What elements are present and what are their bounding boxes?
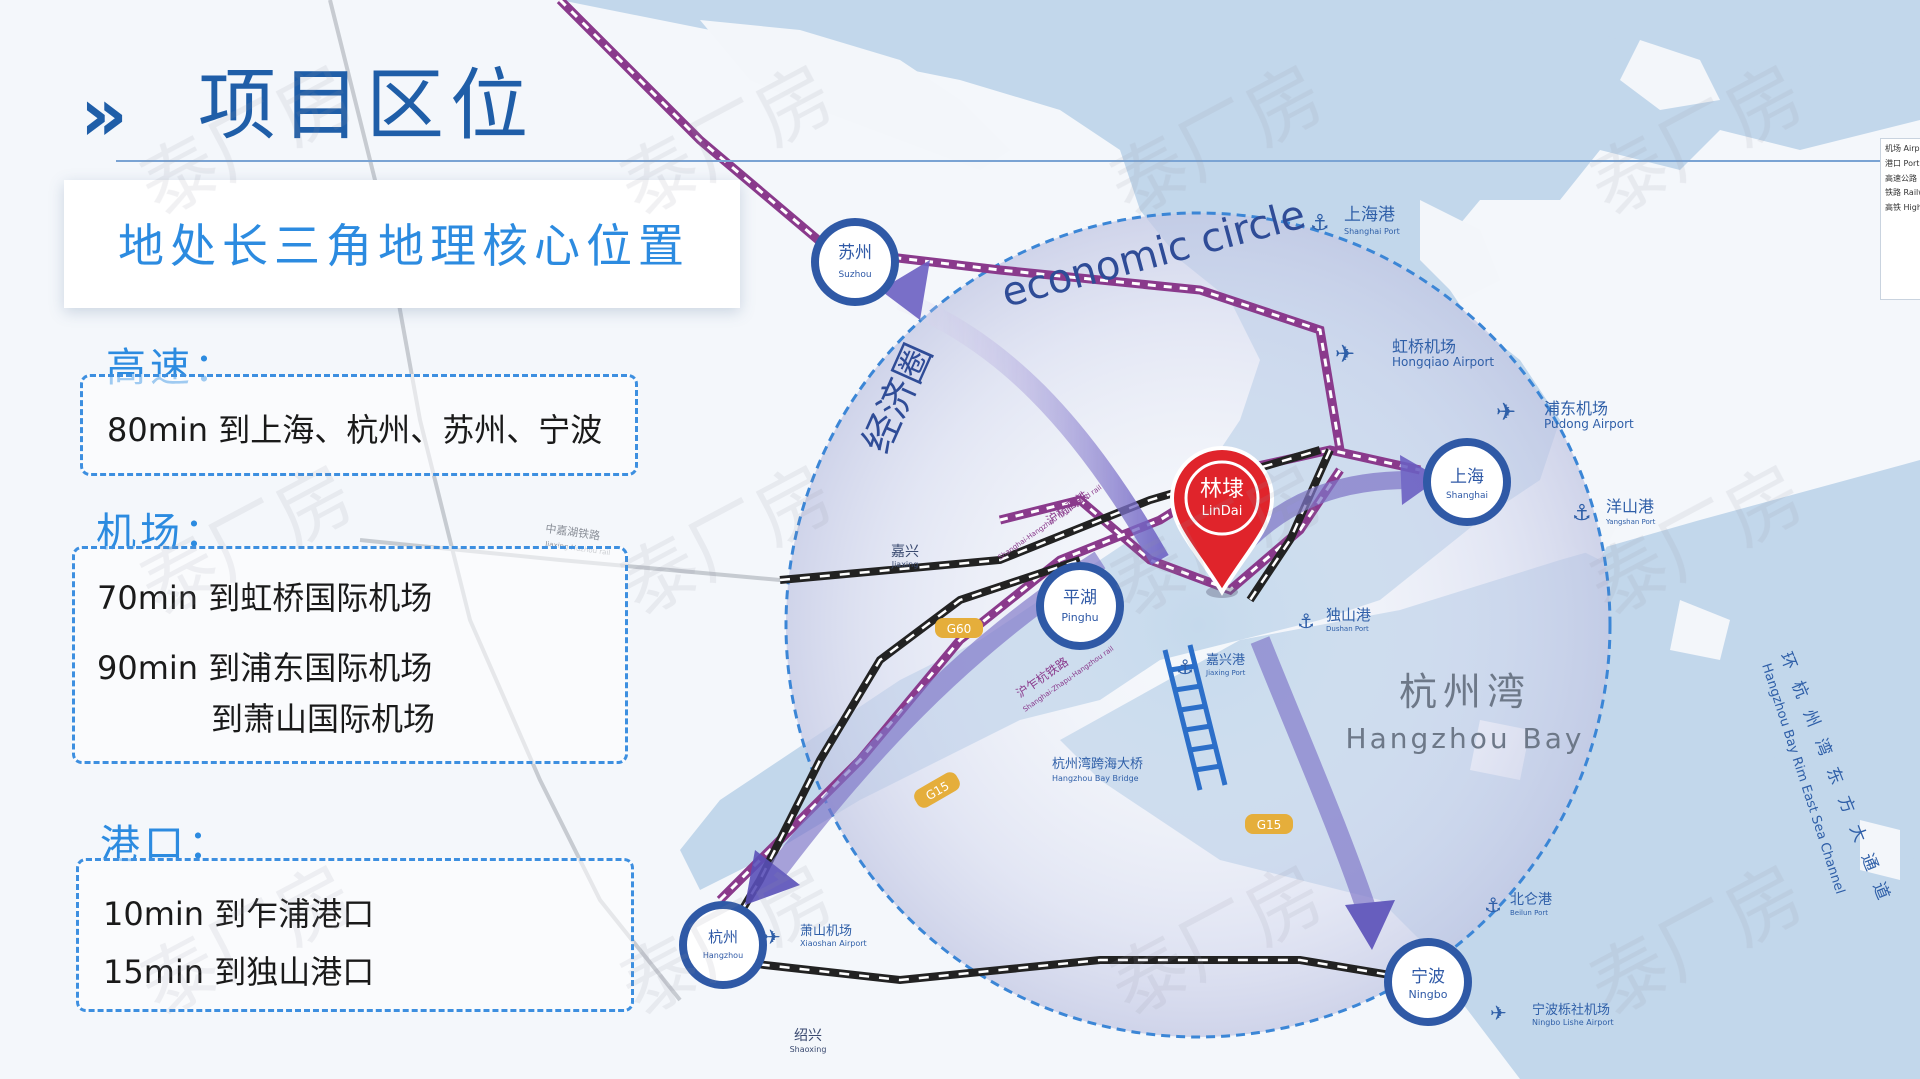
svg-text:Jiaxing Port: Jiaxing Port bbox=[1205, 669, 1246, 677]
svg-text:绍兴: 绍兴 bbox=[794, 1028, 822, 1044]
svg-text:Shanghai: Shanghai bbox=[1446, 491, 1488, 501]
svg-text:宁波: 宁波 bbox=[1411, 967, 1445, 987]
airplane-icon: ✈ bbox=[1335, 340, 1355, 368]
svg-text:宁波栎社机场: 宁波栎社机场 bbox=[1532, 1002, 1610, 1018]
svg-text:Jiaxing: Jiaxing bbox=[891, 560, 919, 569]
double-chevron-icon: » bbox=[80, 72, 128, 158]
legend-item: 机场 Airport bbox=[1885, 144, 1920, 153]
svg-text:中嘉湖铁路: 中嘉湖铁路 bbox=[545, 521, 601, 543]
airport-line: 70min 到虹桥国际机场 bbox=[97, 579, 433, 617]
svg-text:平湖: 平湖 bbox=[1063, 588, 1097, 608]
airplane-icon: ✈ bbox=[1490, 1001, 1507, 1025]
svg-text:Hongqiao Airport: Hongqiao Airport bbox=[1392, 355, 1494, 369]
city-ningbo[interactable]: 宁波 Ningbo bbox=[1384, 938, 1472, 1026]
svg-text:Hangzhou Bay Bridge: Hangzhou Bay Bridge bbox=[1052, 774, 1139, 783]
port-line: 10min 到乍浦港口 bbox=[103, 895, 375, 933]
map-legend: 机场 Airport 港口 Port 高速公路 Expressway 铁路 Ra… bbox=[1880, 138, 1920, 300]
city-suzhou[interactable]: 苏州 Suzhou bbox=[811, 218, 899, 306]
anchor-icon: ⚓ bbox=[1310, 211, 1330, 236]
airport-line: 到萧山国际机场 bbox=[211, 700, 436, 738]
title-divider bbox=[116, 160, 1916, 162]
location-pin[interactable]: 林埭 LinDai bbox=[1169, 446, 1275, 598]
city-shanghai[interactable]: 上海 Shanghai bbox=[1423, 438, 1511, 526]
anchor-icon: ⚓ bbox=[1572, 501, 1592, 526]
svg-text:浦东机场: 浦东机场 bbox=[1544, 399, 1608, 418]
svg-text:苏州: 苏州 bbox=[838, 243, 872, 263]
page-header: » 项目区位 bbox=[80, 50, 1920, 162]
svg-text:Xiaoshan Airport: Xiaoshan Airport bbox=[800, 939, 867, 948]
bay-label-en: Hangzhou Bay bbox=[1346, 722, 1585, 755]
svg-text:Shanghai Port: Shanghai Port bbox=[1344, 227, 1400, 236]
svg-text:北仑港: 北仑港 bbox=[1510, 892, 1552, 908]
svg-text:洋山港: 洋山港 bbox=[1606, 497, 1654, 516]
svg-text:Pudong Airport: Pudong Airport bbox=[1544, 417, 1634, 431]
svg-text:上海港: 上海港 bbox=[1344, 205, 1395, 225]
svg-text:杭州: 杭州 bbox=[708, 928, 738, 946]
highway-info-box: 80min 到上海、杭州、苏州、宁波 bbox=[80, 374, 638, 476]
svg-text:萧山机场: 萧山机场 bbox=[800, 924, 852, 939]
subtitle-card: 地处长三角地理核心位置 bbox=[64, 180, 740, 308]
svg-text:Suzhou: Suzhou bbox=[838, 270, 871, 280]
legend-item: 铁路 Railway bbox=[1885, 188, 1920, 198]
places: 嘉兴 Jiaxing 绍兴 Shaoxing bbox=[790, 544, 919, 1054]
svg-text:嘉兴: 嘉兴 bbox=[891, 544, 919, 560]
economic-circle bbox=[784, 211, 1612, 1039]
city-pinghu[interactable]: 平湖 Pinghu bbox=[1036, 562, 1124, 650]
svg-text:Yangshan Port: Yangshan Port bbox=[1605, 518, 1656, 526]
svg-text:LinDai: LinDai bbox=[1202, 504, 1243, 519]
svg-text:杭州湾跨海大桥: 杭州湾跨海大桥 bbox=[1052, 756, 1143, 772]
svg-text:Hangzhou: Hangzhou bbox=[703, 951, 743, 960]
svg-text:上海: 上海 bbox=[1450, 467, 1484, 487]
airport-line: 90min 到浦东国际机场 bbox=[97, 649, 433, 687]
svg-text:G15: G15 bbox=[1257, 818, 1282, 832]
bay-label-cn: 杭州湾 bbox=[1399, 670, 1531, 714]
airplane-icon: ✈ bbox=[1496, 398, 1516, 426]
svg-text:Ningbo Lishe Airport: Ningbo Lishe Airport bbox=[1532, 1018, 1614, 1027]
legend-item: 高铁 High Speed bbox=[1885, 203, 1920, 213]
road-badges: G60 G15 G15 bbox=[914, 618, 1293, 834]
svg-text:G60: G60 bbox=[947, 622, 972, 636]
airplane-icon: ✈ bbox=[764, 925, 781, 949]
legend-item: 港口 Port bbox=[1885, 158, 1920, 168]
svg-text:Pinghu: Pinghu bbox=[1061, 611, 1098, 624]
svg-text:Beilun Port: Beilun Port bbox=[1510, 909, 1548, 917]
svg-text:林埭: 林埭 bbox=[1200, 477, 1244, 502]
page-title: 项目区位 bbox=[198, 61, 535, 151]
svg-text:Shaoxing: Shaoxing bbox=[790, 1045, 827, 1054]
anchor-icon: ⚓ bbox=[1484, 893, 1502, 917]
airport-info-box: 70min 到虹桥国际机场 90min 到浦东国际机场 到萧山国际机场 bbox=[72, 546, 628, 764]
highway-line: 80min 到上海、杭州、苏州、宁波 bbox=[107, 411, 603, 449]
svg-text:嘉兴港: 嘉兴港 bbox=[1206, 653, 1245, 668]
ports: ⚓ 上海港 Shanghai Port ⚓ 洋山港 Yangshan Port … bbox=[1176, 205, 1656, 917]
svg-text:Dushan Port: Dushan Port bbox=[1326, 625, 1369, 633]
airports: ✈ 虹桥机场 Hongqiao Airport ✈ 浦东机场 Pudong Ai… bbox=[764, 337, 1634, 1027]
city-hangzhou[interactable]: 杭州 Hangzhou bbox=[679, 901, 767, 989]
hangzhou-bay-bridge bbox=[1162, 644, 1228, 791]
svg-text:虹桥机场: 虹桥机场 bbox=[1392, 337, 1456, 356]
svg-text:Ningbo: Ningbo bbox=[1409, 988, 1448, 1001]
legend-item: 高速公路 Expressway bbox=[1885, 173, 1920, 183]
port-line: 15min 到独山港口 bbox=[103, 953, 375, 991]
svg-text:独山港: 独山港 bbox=[1326, 606, 1371, 624]
anchor-icon: ⚓ bbox=[1176, 655, 1194, 679]
anchor-icon: ⚓ bbox=[1297, 609, 1315, 633]
port-info-box: 10min 到乍浦港口 15min 到独山港口 bbox=[76, 858, 634, 1012]
subtitle: 地处长三角地理核心位置 bbox=[118, 219, 690, 273]
